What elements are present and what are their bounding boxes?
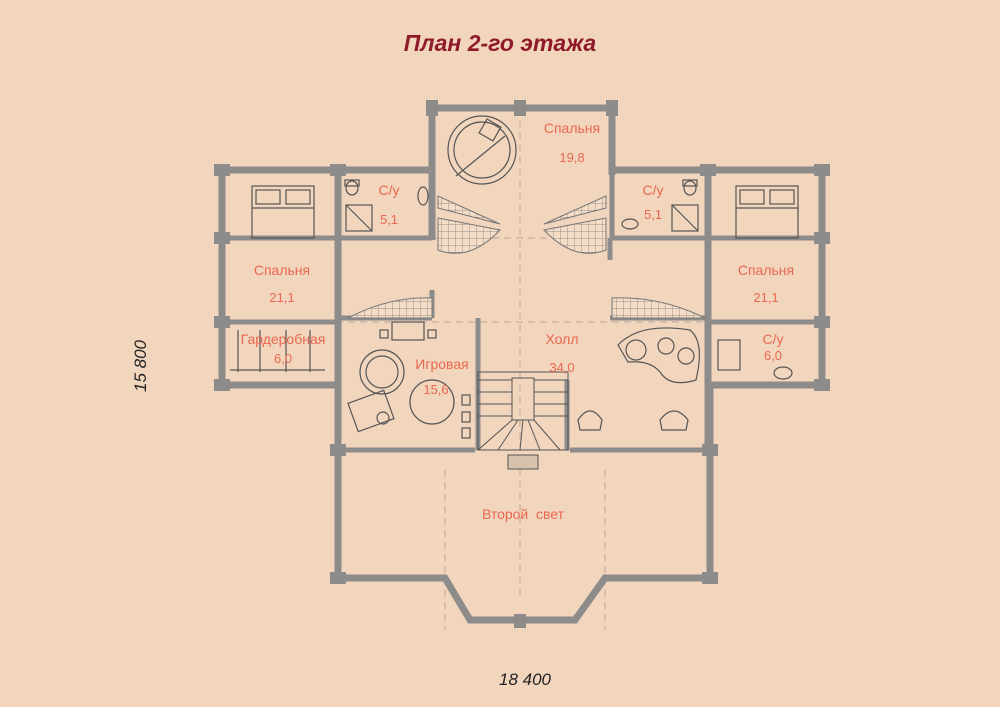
room-area-bath-left: 5,1 [379,212,399,227]
room-area-bedroom-right: 21,1 [753,290,779,305]
axis-lines [228,108,820,630]
wall-joints [214,100,830,628]
room-area-bedroom-center: 19,8 [559,150,585,165]
room-label-playroom: Игровая [415,356,469,372]
room-label-bath-lower: С/у [762,331,784,347]
interior-walls [222,175,822,453]
round-tub [447,115,517,185]
room-label-wardrobe: Гардеробная [240,331,326,347]
room-label-second-light: Второй свет [481,506,565,522]
depth-dimension: 15 800 [131,340,150,392]
walls [218,104,826,624]
room-area-hall: 34,0 [549,360,575,375]
width-dimension: 18 400 [499,670,551,689]
room-label-hall: Холл [545,331,579,347]
bath-fixtures [344,179,793,380]
room-label-bath-left: С/у [378,182,400,198]
room-area-wardrobe: 6,0 [273,351,293,366]
room-area-bedroom-left: 21,1 [269,290,295,305]
arched-windows [347,195,706,319]
room-area-bath-right: 5,1 [643,207,663,222]
playroom-furniture [347,321,471,439]
room-label-bedroom-right: Спальня [737,262,795,278]
plan-title: План 2-го этажа [403,30,597,56]
wardrobe-rails [230,330,325,372]
hall-furniture [577,327,700,431]
room-label-bath-right: С/у [642,182,664,198]
beds [251,185,799,239]
room-area-playroom: 15,6 [423,382,449,397]
room-label-bedroom-center: Спальня [543,120,601,136]
room-area-bath-lower: 6,0 [763,348,783,363]
staircase [477,371,569,470]
room-label-bedroom-left: Спальня [253,262,311,278]
